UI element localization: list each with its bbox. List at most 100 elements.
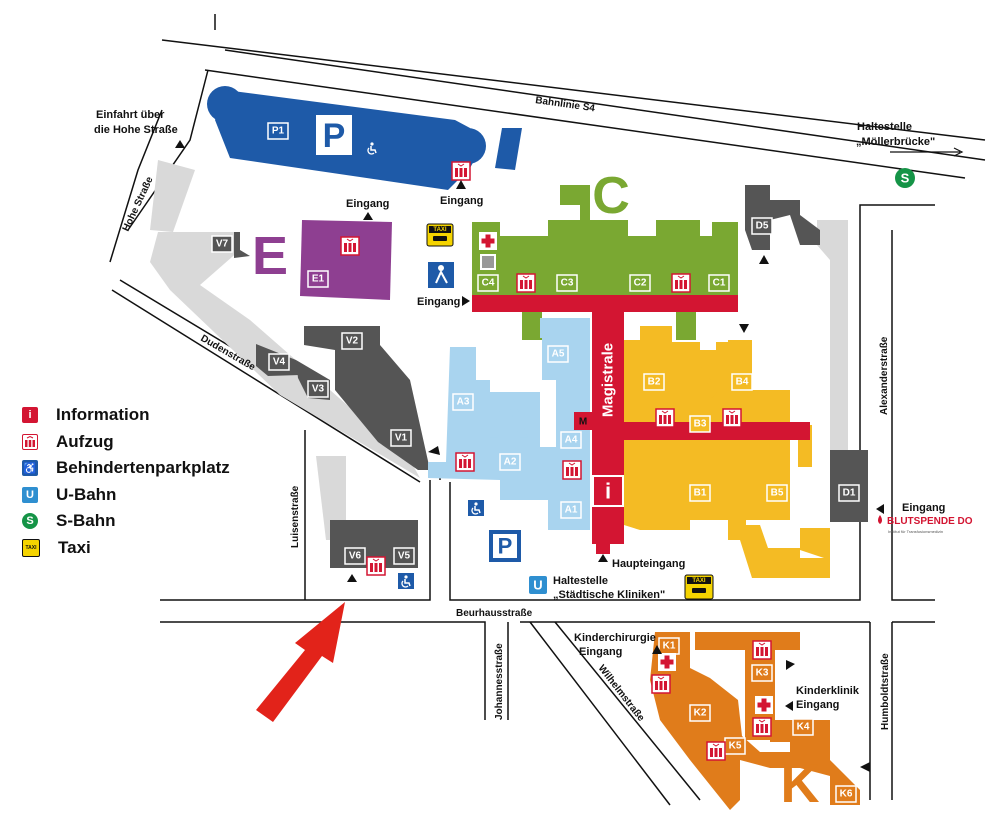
ubahn-icon: U <box>22 486 38 503</box>
building-box-c2 <box>629 274 651 292</box>
haltestelle-moeller-label-2: „Möllerbrücke" <box>856 136 935 148</box>
zone-e <box>300 220 392 300</box>
street-wilhelm: Wilhelmstraße <box>596 663 647 724</box>
svg-text:i: i <box>605 479 611 504</box>
elevator-icon <box>651 674 671 694</box>
parking-p1 <box>207 86 522 190</box>
building-box-b1 <box>689 484 711 502</box>
street-hohe: Hohe Straße <box>121 175 156 233</box>
zone-c <box>472 185 738 340</box>
building-box-b3 <box>689 415 711 433</box>
building-box-k6 <box>835 785 857 803</box>
taxi-icon: TAXI <box>22 538 40 557</box>
building-label-v1: V1 <box>395 433 408 444</box>
haltestelle-kliniken-label: Haltestelle <box>553 575 608 587</box>
haltestelle-kliniken-label-2: „Städtische Kliniken" <box>553 589 665 601</box>
building-label-e1: E1 <box>312 274 325 285</box>
wheelchair-icon: ♿ <box>22 460 38 477</box>
m-label: M <box>579 417 587 428</box>
wheelchair-icon <box>467 499 485 517</box>
building-label-b3: B3 <box>694 419 707 430</box>
direction-arrow-east <box>890 147 964 157</box>
zone-p-letter: P <box>323 117 346 155</box>
building-label-b4: B4 <box>736 377 749 388</box>
building-label-c3: C3 <box>561 278 574 289</box>
svg-text:P: P <box>498 534 513 559</box>
building-label-k6: K6 <box>840 789 853 800</box>
building-label-b5: B5 <box>771 488 784 499</box>
elevator-icon <box>655 408 675 428</box>
elevator-icon <box>366 556 386 576</box>
legend-label: S-Bahn <box>56 511 116 531</box>
building-box-d5 <box>751 217 773 235</box>
building-label-k3: K3 <box>756 668 769 679</box>
wheelchair-icon <box>363 139 381 157</box>
eingang-c-label: Eingang <box>417 296 460 308</box>
elevator-icon <box>455 452 475 472</box>
building-box-a1 <box>560 501 582 519</box>
building-label-c1: C1 <box>713 278 726 289</box>
legend-label: U-Bahn <box>56 484 117 504</box>
building-box-a2 <box>499 453 521 471</box>
legend-item-aufzug: Aufzug <box>22 429 230 456</box>
elevator-icon <box>752 640 772 660</box>
elevator-icon <box>562 460 582 480</box>
building-label-a4: A4 <box>565 435 578 446</box>
building-label-v7: V7 <box>216 239 229 250</box>
building-box-c3 <box>556 274 578 292</box>
blutspende-logo: BLUTSPENDE DO Institut für Transfusionsm… <box>878 515 973 534</box>
building-box-v7 <box>211 235 233 253</box>
building-label-a1: A1 <box>565 505 578 516</box>
building-box-k4 <box>792 718 814 736</box>
wheelchair-icon <box>397 572 415 590</box>
building-box-c1 <box>708 274 730 292</box>
legend-item-u-bahn: U U-Bahn <box>22 482 230 509</box>
building-label-a5: A5 <box>552 349 565 360</box>
ubahn-icon: U <box>529 576 547 594</box>
legend-item-s-bahn: S S-Bahn <box>22 508 230 535</box>
magistrale-label: Magistrale <box>600 343 617 417</box>
building-box-v3 <box>307 380 329 398</box>
parking-icon: P <box>489 530 521 562</box>
building-label-k4: K4 <box>797 722 810 733</box>
building-box-b2 <box>643 373 665 391</box>
first-aid-cross-icon <box>658 653 676 671</box>
building-box-a3 <box>452 393 474 411</box>
svg-text:BLUTSPENDE DO: BLUTSPENDE DO <box>887 516 973 527</box>
streets <box>109 14 986 806</box>
kinderchirurgie-label-2: Eingang <box>579 646 622 658</box>
building-label-a2: A2 <box>504 457 517 468</box>
taxi-icon: TAXI <box>684 574 714 600</box>
zone-a-letter: A <box>489 387 529 450</box>
building-label-b1: B1 <box>694 488 707 499</box>
building-label-d5: D5 <box>756 221 769 232</box>
zone-b-letter: B <box>680 349 720 412</box>
legend-label: Behindertenparkplatz <box>56 458 230 478</box>
building-label-v3: V3 <box>312 384 325 395</box>
taxi-icon: TAXI <box>426 223 454 247</box>
building-label-k2: K2 <box>694 708 707 719</box>
legend-item-behindertenparkplatz: ♿ Behindertenparkplatz <box>22 455 230 482</box>
einfahrt-label-2: die Hohe Straße <box>94 124 178 136</box>
sbahn-icon: S <box>895 168 915 188</box>
elevator-icon <box>706 741 726 761</box>
svg-text:U: U <box>533 578 542 593</box>
building-label-v6: V6 <box>349 551 362 562</box>
zone-c-letter: C <box>592 167 630 225</box>
building-box-v1 <box>390 429 412 447</box>
kinderklinik-label: Kinderklinik <box>796 685 860 697</box>
zone-k <box>650 632 860 810</box>
building-box-k2 <box>689 704 711 722</box>
building-label-b2: B2 <box>648 377 661 388</box>
zone-b <box>624 326 830 578</box>
entrance-markers <box>175 140 884 772</box>
elevator-icon <box>516 273 536 293</box>
street-beurhaus: Beurhausstraße <box>456 608 533 619</box>
eingang-p-label: Eingang <box>440 195 483 207</box>
sbahn-icon: S <box>22 513 38 530</box>
building-label-d1: D1 <box>843 488 856 499</box>
building-box-v2 <box>341 332 363 350</box>
building-label-v5: V5 <box>398 551 411 562</box>
